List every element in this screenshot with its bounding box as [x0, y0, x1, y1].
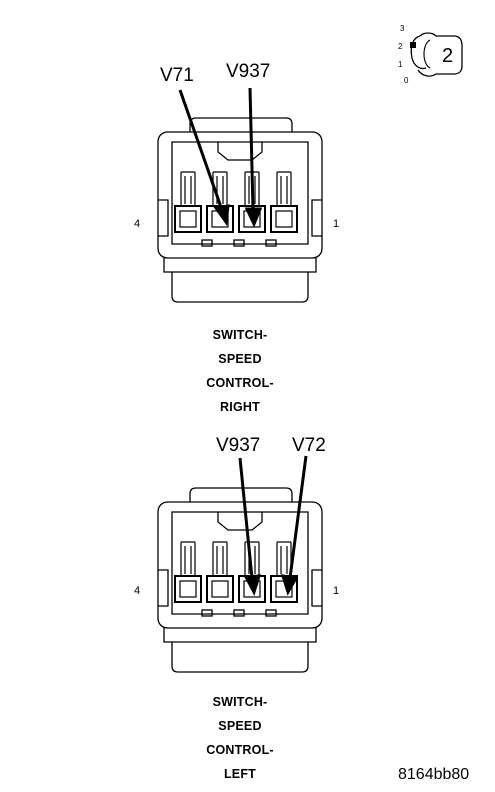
- title-line-4: LEFT: [223, 767, 257, 781]
- wire-label-v71: V71: [160, 65, 194, 86]
- key-position-1: 1: [398, 60, 403, 69]
- ignition-key-icon: 3 2 1 0 2: [390, 18, 480, 88]
- title-line-1: SWITCH-: [212, 328, 268, 342]
- key-position-0: 0: [404, 76, 409, 85]
- figure-reference-id: 8164bb80: [398, 766, 470, 783]
- key-position-3: 3: [400, 24, 405, 33]
- pin-label-4: 4: [134, 585, 141, 597]
- title-line-4: RIGHT: [220, 400, 260, 414]
- connector-right-drawing: [157, 87, 323, 303]
- title-line-2: SPEED: [218, 719, 262, 733]
- key-graphic: [410, 32, 463, 77]
- wire-label-v72: V72: [292, 435, 326, 456]
- wire-label-v937: V937: [216, 435, 261, 456]
- title-line-3: CONTROL-: [206, 743, 274, 757]
- connector-switch-speed-control-right: V71 V937 4 1 SWITCH- SPEED CONTROL- RIGH…: [134, 61, 340, 415]
- pin-label-1: 1: [333, 585, 340, 597]
- wire-label-v937: V937: [226, 61, 271, 82]
- title-line-1: SWITCH-: [212, 695, 268, 709]
- title-line-3: CONTROL-: [206, 376, 274, 390]
- key-position-2: 2: [398, 42, 403, 51]
- pin-label-4: 4: [134, 218, 141, 230]
- title-line-2: SPEED: [218, 352, 262, 366]
- pin-label-1: 1: [333, 218, 340, 230]
- key-selected-position: 2: [442, 45, 454, 67]
